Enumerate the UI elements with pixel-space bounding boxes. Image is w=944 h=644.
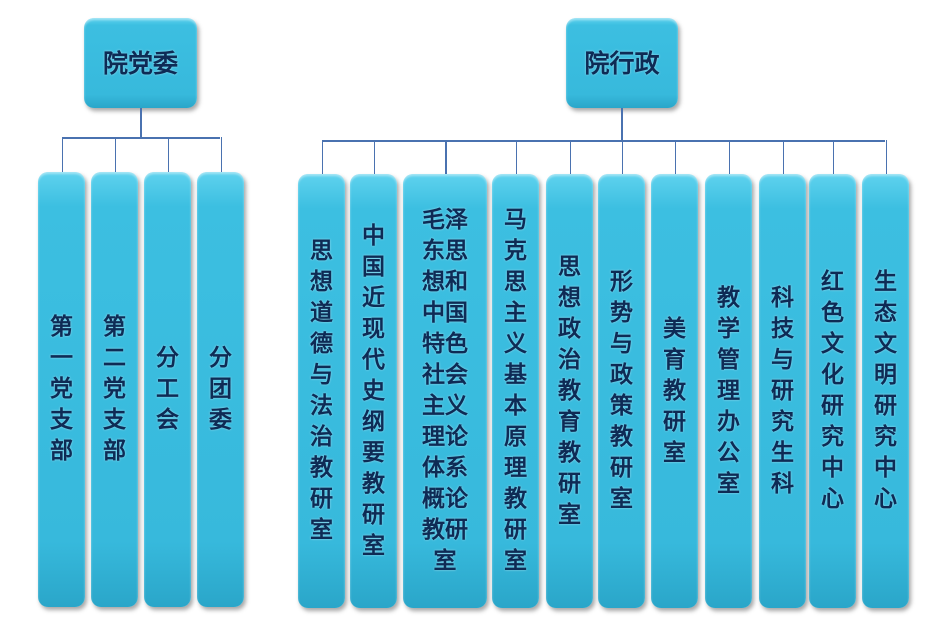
node-label: 院行政 bbox=[584, 48, 660, 78]
node-label: 教学管理办公室 bbox=[717, 284, 740, 497]
connector bbox=[140, 108, 142, 137]
department-node: 中国近现代史纲要教研室 bbox=[350, 174, 397, 608]
connector bbox=[832, 140, 834, 174]
department-node: 马克思主义基本原理教研室 bbox=[492, 174, 539, 608]
root-administration: 院行政 bbox=[566, 18, 678, 108]
node-label: 马克思主义基本原理教研室 bbox=[504, 207, 527, 574]
connector bbox=[62, 137, 220, 139]
node-label: 分工会 bbox=[156, 345, 179, 433]
node-label: 科技与研究生科 bbox=[771, 284, 794, 497]
node-label: 生态文明研究中心 bbox=[874, 269, 897, 512]
department-node: 生态文明研究中心 bbox=[862, 174, 909, 608]
node-label: 思想道德与法治教研室 bbox=[310, 238, 333, 543]
party-node: 分团委 bbox=[197, 172, 244, 607]
connector bbox=[621, 140, 623, 174]
department-node: 思想政治教育教研室 bbox=[546, 174, 593, 608]
connector bbox=[782, 140, 784, 174]
node-label: 红色文化研究中心 bbox=[821, 269, 844, 512]
department-node: 形势与政策教研室 bbox=[598, 174, 645, 608]
department-node: 红色文化研究中心 bbox=[809, 174, 856, 608]
connector bbox=[373, 140, 375, 174]
party-node: 第一党支部 bbox=[38, 172, 85, 607]
connector bbox=[445, 140, 447, 174]
department-node: 毛泽东思想和中国特色社会主义理论体系概论教研室 bbox=[403, 174, 487, 608]
node-label: 思想政治教育教研室 bbox=[558, 253, 581, 528]
node-label: 院党委 bbox=[102, 48, 178, 78]
connector bbox=[569, 140, 571, 174]
connector bbox=[515, 140, 517, 174]
connector bbox=[322, 140, 885, 142]
connector bbox=[220, 137, 222, 172]
connector bbox=[114, 137, 116, 172]
node-label: 第二党支部 bbox=[103, 314, 126, 464]
connector bbox=[167, 137, 169, 172]
node-label: 美育教研室 bbox=[663, 315, 686, 466]
party-node: 分工会 bbox=[144, 172, 191, 607]
node-label: 形势与政策教研室 bbox=[610, 269, 633, 512]
department-node: 教学管理办公室 bbox=[705, 174, 752, 608]
connector bbox=[885, 140, 887, 174]
node-label: 中国近现代史纲要教研室 bbox=[362, 222, 385, 559]
department-node: 思想道德与法治教研室 bbox=[298, 174, 345, 608]
node-label: 第一党支部 bbox=[50, 314, 73, 464]
connector bbox=[674, 140, 676, 174]
connector bbox=[621, 108, 623, 140]
connector bbox=[728, 140, 730, 174]
connector bbox=[61, 137, 63, 172]
department-node: 美育教研室 bbox=[651, 174, 698, 608]
connector bbox=[321, 140, 323, 174]
root-party-committee: 院党委 bbox=[84, 18, 197, 108]
node-label: 毛泽东思想和中国特色社会主义理论体系概论教研室 bbox=[422, 207, 468, 574]
node-label: 分团委 bbox=[209, 345, 232, 433]
department-node: 科技与研究生科 bbox=[759, 174, 806, 608]
party-node: 第二党支部 bbox=[91, 172, 138, 607]
